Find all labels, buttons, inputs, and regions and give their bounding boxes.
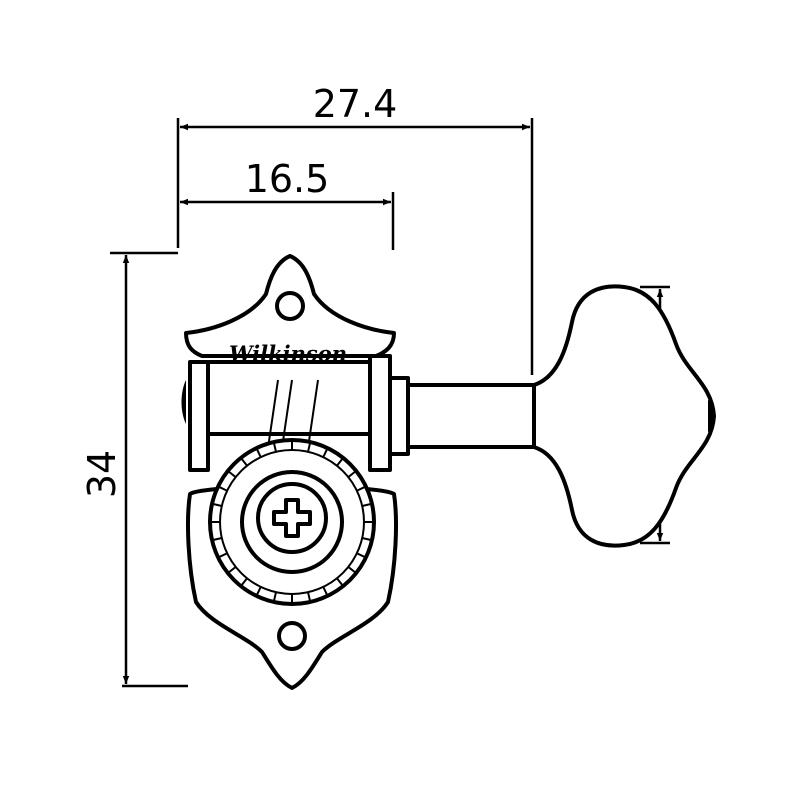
- dimension-label-post-offset: 16.5: [245, 157, 330, 201]
- gear-tooth: [347, 470, 357, 478]
- gear-tooth: [322, 586, 329, 597]
- gear-tooth: [361, 502, 373, 507]
- worm-line-3: [307, 379, 319, 449]
- dimension-post-offset: 16.5: [180, 157, 395, 250]
- gear-tooth: [227, 566, 237, 574]
- gear-tooth: [272, 441, 277, 453]
- tuner-button-assembly: [386, 284, 716, 548]
- gear-tooth: [307, 441, 312, 453]
- upper-screw-hole: [275, 291, 305, 321]
- dimension-label-height: 34: [80, 450, 124, 498]
- gear-tooth: [336, 577, 344, 587]
- gear-tooth: [307, 591, 312, 603]
- worm-line-2: [281, 379, 293, 449]
- phillips-cross: [272, 498, 312, 538]
- gear-tooth: [227, 470, 237, 478]
- gear-tooth: [356, 485, 367, 492]
- gear-tooth: [255, 586, 262, 597]
- gear-tooth: [336, 457, 344, 467]
- dimension-label-overall-width: 27.4: [313, 82, 398, 126]
- housing-right-post: [368, 354, 392, 472]
- gear-tooth: [356, 552, 367, 559]
- dimension-overall-width: 27.4: [176, 82, 534, 375]
- tuner-button: [532, 284, 716, 548]
- gear-tooth: [217, 552, 228, 559]
- button-end-cap: [708, 400, 716, 432]
- gear-tooth: [255, 447, 262, 458]
- gear-housing: [206, 360, 376, 436]
- gear-teeth: [210, 440, 374, 604]
- housing-left-post: [188, 360, 210, 472]
- gear-tooth: [347, 566, 357, 574]
- gear-tooth: [217, 485, 228, 492]
- gear-tooth: [211, 537, 223, 542]
- tuner-housing: Wilkinson: [181, 254, 398, 690]
- left-edge-shade: [181, 380, 186, 424]
- gear-tooth: [272, 591, 277, 603]
- gear-tooth: [240, 457, 248, 467]
- gear-tooth: [240, 577, 248, 587]
- lower-screw-hole: [277, 621, 307, 651]
- gear-tooth: [322, 447, 329, 458]
- dimension-height: 34: [80, 251, 188, 688]
- gear-tooth: [361, 537, 373, 542]
- worm-line-1: [267, 379, 279, 449]
- tuner-shaft: [406, 383, 536, 449]
- gear-tooth: [211, 502, 223, 507]
